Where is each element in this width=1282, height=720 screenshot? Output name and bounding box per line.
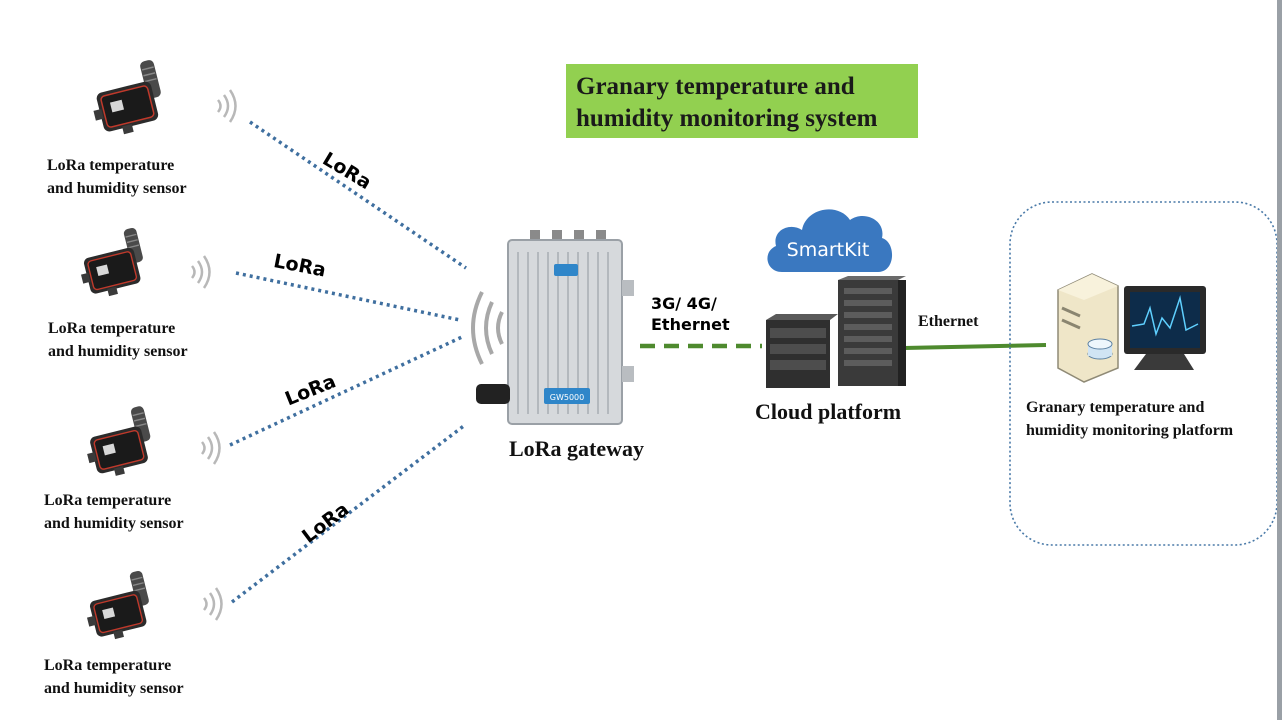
cloud-icon: SmartKit (767, 209, 893, 272)
wireless-signal-icon (202, 587, 223, 621)
title-banner: Granary temperature and humidity monitor… (566, 64, 918, 138)
sensor-label-2: LoRa temperature and humidity sensor (48, 320, 188, 360)
gateway-model-text: GW5000 (550, 393, 584, 402)
cloud-platform-label: Cloud platform (755, 399, 902, 424)
monitoring-platform-label: Granary temperature and humidity monitor… (1026, 399, 1234, 439)
wireless-signal-icon (216, 89, 237, 123)
sensor-device-icon (87, 406, 151, 476)
diagram-title: Granary temperature and humidity monitor… (576, 73, 878, 132)
ethernet-link-line (903, 343, 1047, 350)
sensor-device-icon (81, 228, 143, 297)
lora-link-line-2 (235, 271, 461, 322)
sensor-device-icon (93, 60, 161, 135)
wireless-signal-icon (471, 291, 504, 365)
sensor-label-1: LoRa temperature and humidity sensor (47, 157, 187, 197)
sensor-label-3: LoRa temperature and humidity sensor (44, 492, 184, 532)
gateway-label: LoRa gateway (509, 436, 645, 461)
lora-link-line-3 (229, 335, 463, 447)
ethernet-label: Ethernet (918, 313, 979, 330)
computer-workstation-icon (1057, 273, 1206, 383)
window-edge (1277, 0, 1282, 720)
sensor-label-4: LoRa temperature and humidity sensor (44, 657, 184, 697)
sensor-device-icon (87, 571, 149, 640)
gateway-device-icon: GW5000 (476, 230, 634, 425)
wireless-signal-icon (190, 255, 211, 289)
backhaul-label: 3G/ 4G/ Ethernet (651, 294, 730, 334)
server-rack-icon (766, 276, 906, 388)
wireless-signal-icon (200, 431, 221, 465)
cloud-brand-text: SmartKit (787, 239, 870, 261)
lora-link-line-1 (249, 120, 467, 270)
